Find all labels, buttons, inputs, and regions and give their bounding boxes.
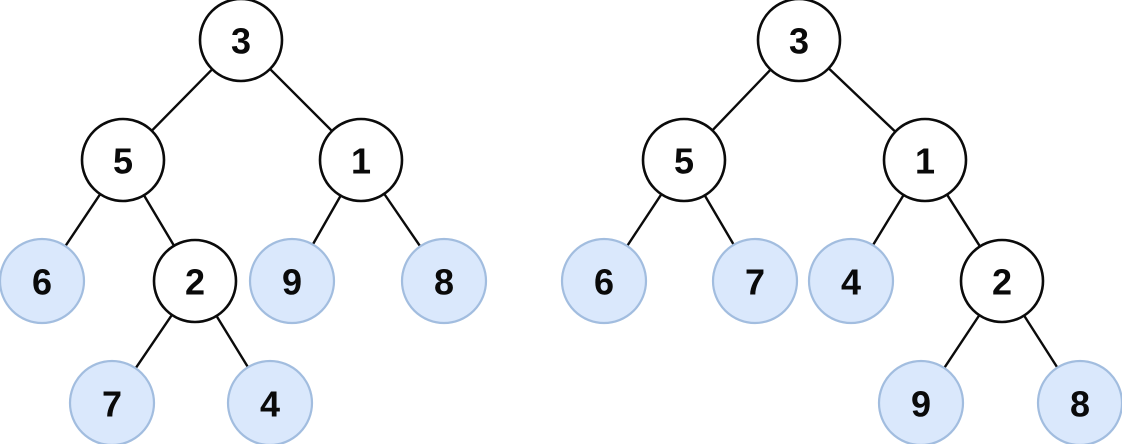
node-circle-internal[interactable]: [198, 0, 284, 83]
tree-node[interactable]: 3: [756, 0, 842, 83]
tree-node[interactable]: 7: [711, 237, 799, 325]
node-circle-internal[interactable]: [756, 0, 842, 83]
edges-layer: [64, 67, 1059, 369]
tree-edge: [704, 195, 735, 246]
node-circle-internal[interactable]: [959, 238, 1045, 324]
node-circle-leaf[interactable]: [1036, 359, 1122, 444]
tree-edge: [711, 69, 772, 131]
right-tree-edges: [626, 67, 1059, 369]
tree-node[interactable]: 1: [882, 117, 968, 203]
tree-edge: [151, 68, 213, 132]
node-circle-internal[interactable]: [318, 117, 404, 203]
tree-node[interactable]: 7: [68, 359, 156, 444]
tree-edge: [269, 68, 333, 132]
tree-edge: [872, 194, 905, 246]
node-circle-leaf[interactable]: [711, 237, 799, 325]
node-circle-internal[interactable]: [882, 117, 968, 203]
node-circle-leaf[interactable]: [226, 359, 314, 444]
tree-node[interactable]: 5: [641, 117, 727, 203]
tree-node[interactable]: 2: [152, 238, 238, 324]
tree-node[interactable]: 6: [560, 237, 648, 325]
tree-edge: [946, 194, 981, 247]
node-circle-leaf[interactable]: [0, 237, 86, 325]
node-circle-internal[interactable]: [641, 117, 727, 203]
tree-edge: [828, 67, 896, 133]
node-circle-internal[interactable]: [80, 117, 166, 203]
left-tree-edges: [64, 68, 421, 369]
tree-edge: [134, 314, 173, 369]
tree-edge: [1023, 315, 1059, 368]
tree-edge: [215, 315, 249, 368]
tree-edge: [64, 193, 101, 247]
tree-node[interactable]: 2: [959, 238, 1045, 324]
tree-node[interactable]: 1: [318, 117, 404, 203]
node-circle-leaf[interactable]: [560, 237, 648, 325]
node-circle-leaf[interactable]: [400, 237, 488, 325]
tree-edge: [143, 194, 175, 247]
tree-node[interactable]: 4: [807, 237, 895, 325]
tree-node[interactable]: 4: [226, 359, 314, 444]
tree-node[interactable]: 8: [400, 237, 488, 325]
tree-edge: [626, 193, 663, 247]
tree-node[interactable]: 5: [80, 117, 166, 203]
node-circle-leaf[interactable]: [68, 359, 156, 444]
node-circle-leaf[interactable]: [807, 237, 895, 325]
tree-node[interactable]: 6: [0, 237, 86, 325]
tree-node[interactable]: 9: [877, 359, 965, 444]
node-circle-leaf[interactable]: [877, 359, 965, 444]
tree-edge: [943, 314, 980, 369]
tree-edge: [312, 195, 342, 245]
tree-edge: [383, 193, 421, 247]
tree-node[interactable]: 3: [198, 0, 284, 83]
node-circle-internal[interactable]: [152, 238, 238, 324]
tree-node[interactable]: 9: [248, 237, 336, 325]
tree-node[interactable]: 8: [1036, 359, 1122, 444]
node-circle-leaf[interactable]: [248, 237, 336, 325]
